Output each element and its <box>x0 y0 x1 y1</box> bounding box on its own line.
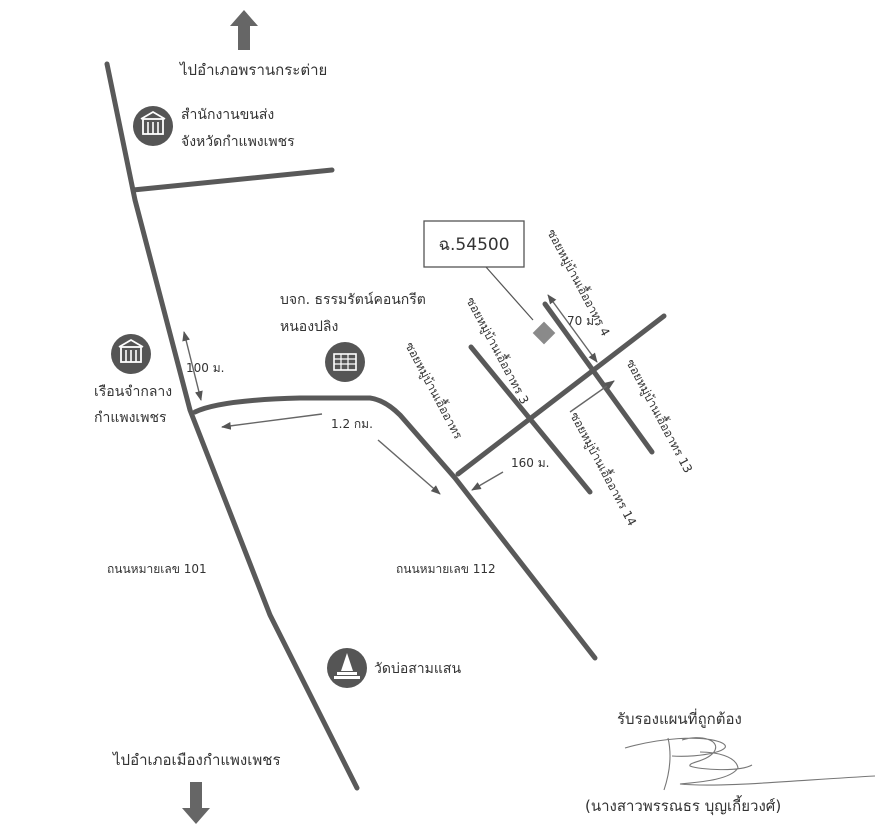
distance-70m-label: 70 ม. <box>567 314 598 328</box>
distance-1-2km-label: 1.2 กม. <box>331 417 373 431</box>
transport-office-label-line1: สำนักงานขนส่ง <box>181 107 274 123</box>
highway-101-label: ถนนหมายเลข 101 <box>107 562 207 576</box>
distance-100m-arrow-icon <box>182 331 203 401</box>
south-direction-label: ไปอำเภอเมืองกำแพงเพชร <box>112 751 281 769</box>
distance-160m-arrow-down-icon <box>471 471 504 491</box>
transport-office-icon <box>133 106 173 146</box>
soi-14-label: ซอยหมู่บ้านเอื้ออาทร 14 <box>566 409 640 529</box>
transport-office-access-road <box>130 167 335 193</box>
plot-location-marker <box>532 321 556 345</box>
highway-101-road <box>104 61 360 791</box>
concrete-company-label-line2: หนองปลิง <box>280 319 338 335</box>
prison-label-line2: กำแพงเพชร <box>94 410 167 426</box>
plot-number-label: ฉ.54500 <box>438 235 509 255</box>
prison-label-line1: เรือนจำกลาง <box>94 384 172 400</box>
temple-label: วัดบ่อสามแสน <box>374 661 461 677</box>
concrete-company-icon <box>325 342 365 382</box>
prison-icon <box>111 334 151 374</box>
north-direction-arrow-icon <box>230 10 258 50</box>
distance-160m-arrow-up-icon <box>569 380 615 413</box>
highway-112-label: ถนนหมายเลข 112 <box>396 562 496 576</box>
soi-3-road <box>468 344 593 495</box>
distance-160m-label: 160 ม. <box>511 456 549 470</box>
distance-100m-label: 100 ม. <box>186 361 224 375</box>
plot-label-box <box>423 220 525 268</box>
plot-callout-leader <box>485 266 534 321</box>
distance-70m-arrow-icon <box>547 294 598 363</box>
handwritten-signature <box>624 737 876 791</box>
highway-112-road <box>192 395 598 661</box>
north-direction-label: ไปอำเภอพรานกระต่าย <box>179 61 327 79</box>
temple-icon <box>327 648 367 688</box>
soi-13-label: ซอยหมู่บ้านเอื้ออาทร 13 <box>622 356 696 476</box>
certification-name: (นางสาวพรรณธร บุญเกี้ยวงศ์) <box>585 795 781 816</box>
soi-main-road <box>455 313 667 477</box>
certification-title: รับรองแผนที่ถูกต้อง <box>617 708 742 728</box>
distance-1-2km-arrow-left-icon <box>221 413 323 430</box>
south-direction-arrow-icon <box>182 782 210 824</box>
transport-office-label-line2: จังหวัดกำแพงเพชร <box>181 134 295 150</box>
distance-1-2km-arrow-right-icon <box>377 439 441 495</box>
concrete-company-label-line1: บจก. ธรรมรัตน์คอนกรีต <box>280 291 426 308</box>
